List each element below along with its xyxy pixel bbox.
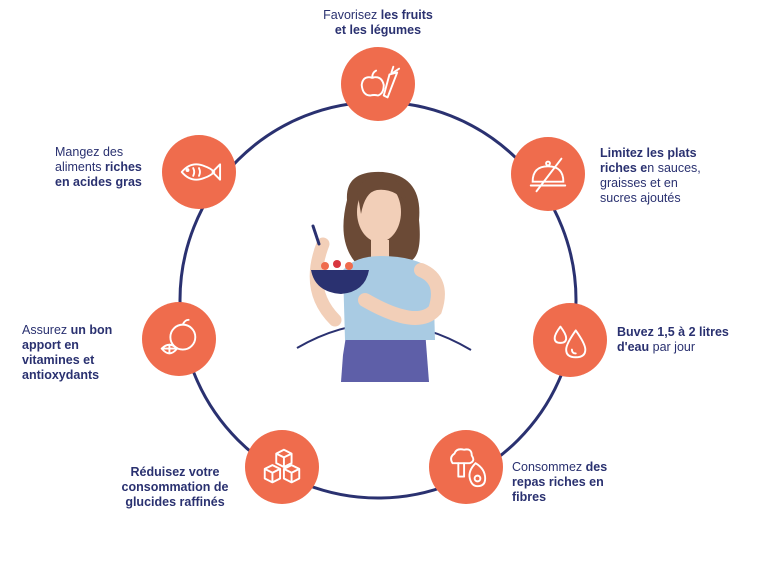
broccoli-avocado-icon (450, 448, 487, 488)
label-text-run: repas riches en (512, 475, 604, 489)
label-text-run: sucres ajoutés (600, 191, 681, 205)
label-text-run: aliments (55, 160, 106, 174)
label-text-run: d'eau (617, 340, 650, 354)
label-text-run: et les légumes (334, 23, 422, 37)
label-text-run: Consommez (512, 460, 586, 474)
vitamins-node (142, 302, 216, 376)
sugar-node (245, 430, 319, 504)
label-text-run: en acides gras (55, 175, 142, 189)
label-text-run: consommation de (121, 480, 229, 494)
fiber-node (429, 430, 503, 504)
label-text-run: Mangez des (55, 145, 124, 159)
label-text-run: Limitez (600, 146, 647, 160)
water-drop-icon (553, 325, 587, 359)
label-text-run: un bon (70, 323, 113, 337)
label-text-run: n sauces, (647, 161, 701, 175)
label-text-run: Réduisez votre (130, 465, 220, 479)
sugar-cubes-icon (263, 448, 301, 484)
label-text-run: les fruits (380, 8, 433, 22)
label-text-run: fibres (512, 490, 547, 504)
label-text-run: par jour (649, 340, 696, 354)
woman-eating-illustration (296, 171, 472, 382)
apple-carrot-icon (360, 65, 401, 99)
label-text-run: riches e (600, 161, 648, 175)
no-dish-icon (529, 157, 567, 193)
label-text-run: Buvez 1,5 à 2 litres (617, 325, 729, 339)
fish-icon (180, 163, 222, 181)
label-text-run: les plats (646, 146, 697, 160)
label-text-run: Favorisez (323, 8, 381, 22)
label-text-run: glucides raffinés (125, 495, 225, 509)
label-text-run: antioxydants (22, 368, 100, 382)
water-node (533, 303, 607, 377)
label-text-run: des (585, 460, 608, 474)
label-text-run: graisses et en (600, 176, 678, 190)
orange-icon (160, 318, 197, 355)
fatty-acids-node (162, 135, 236, 209)
label-text-run: Assurez (22, 323, 71, 337)
label-text-run: apport en (22, 338, 79, 352)
label-text-run: riches (105, 160, 142, 174)
fruits-vegetables-node (341, 47, 415, 121)
limit-dishes-node (511, 137, 585, 211)
label-text-run: vitamines et (22, 353, 95, 367)
